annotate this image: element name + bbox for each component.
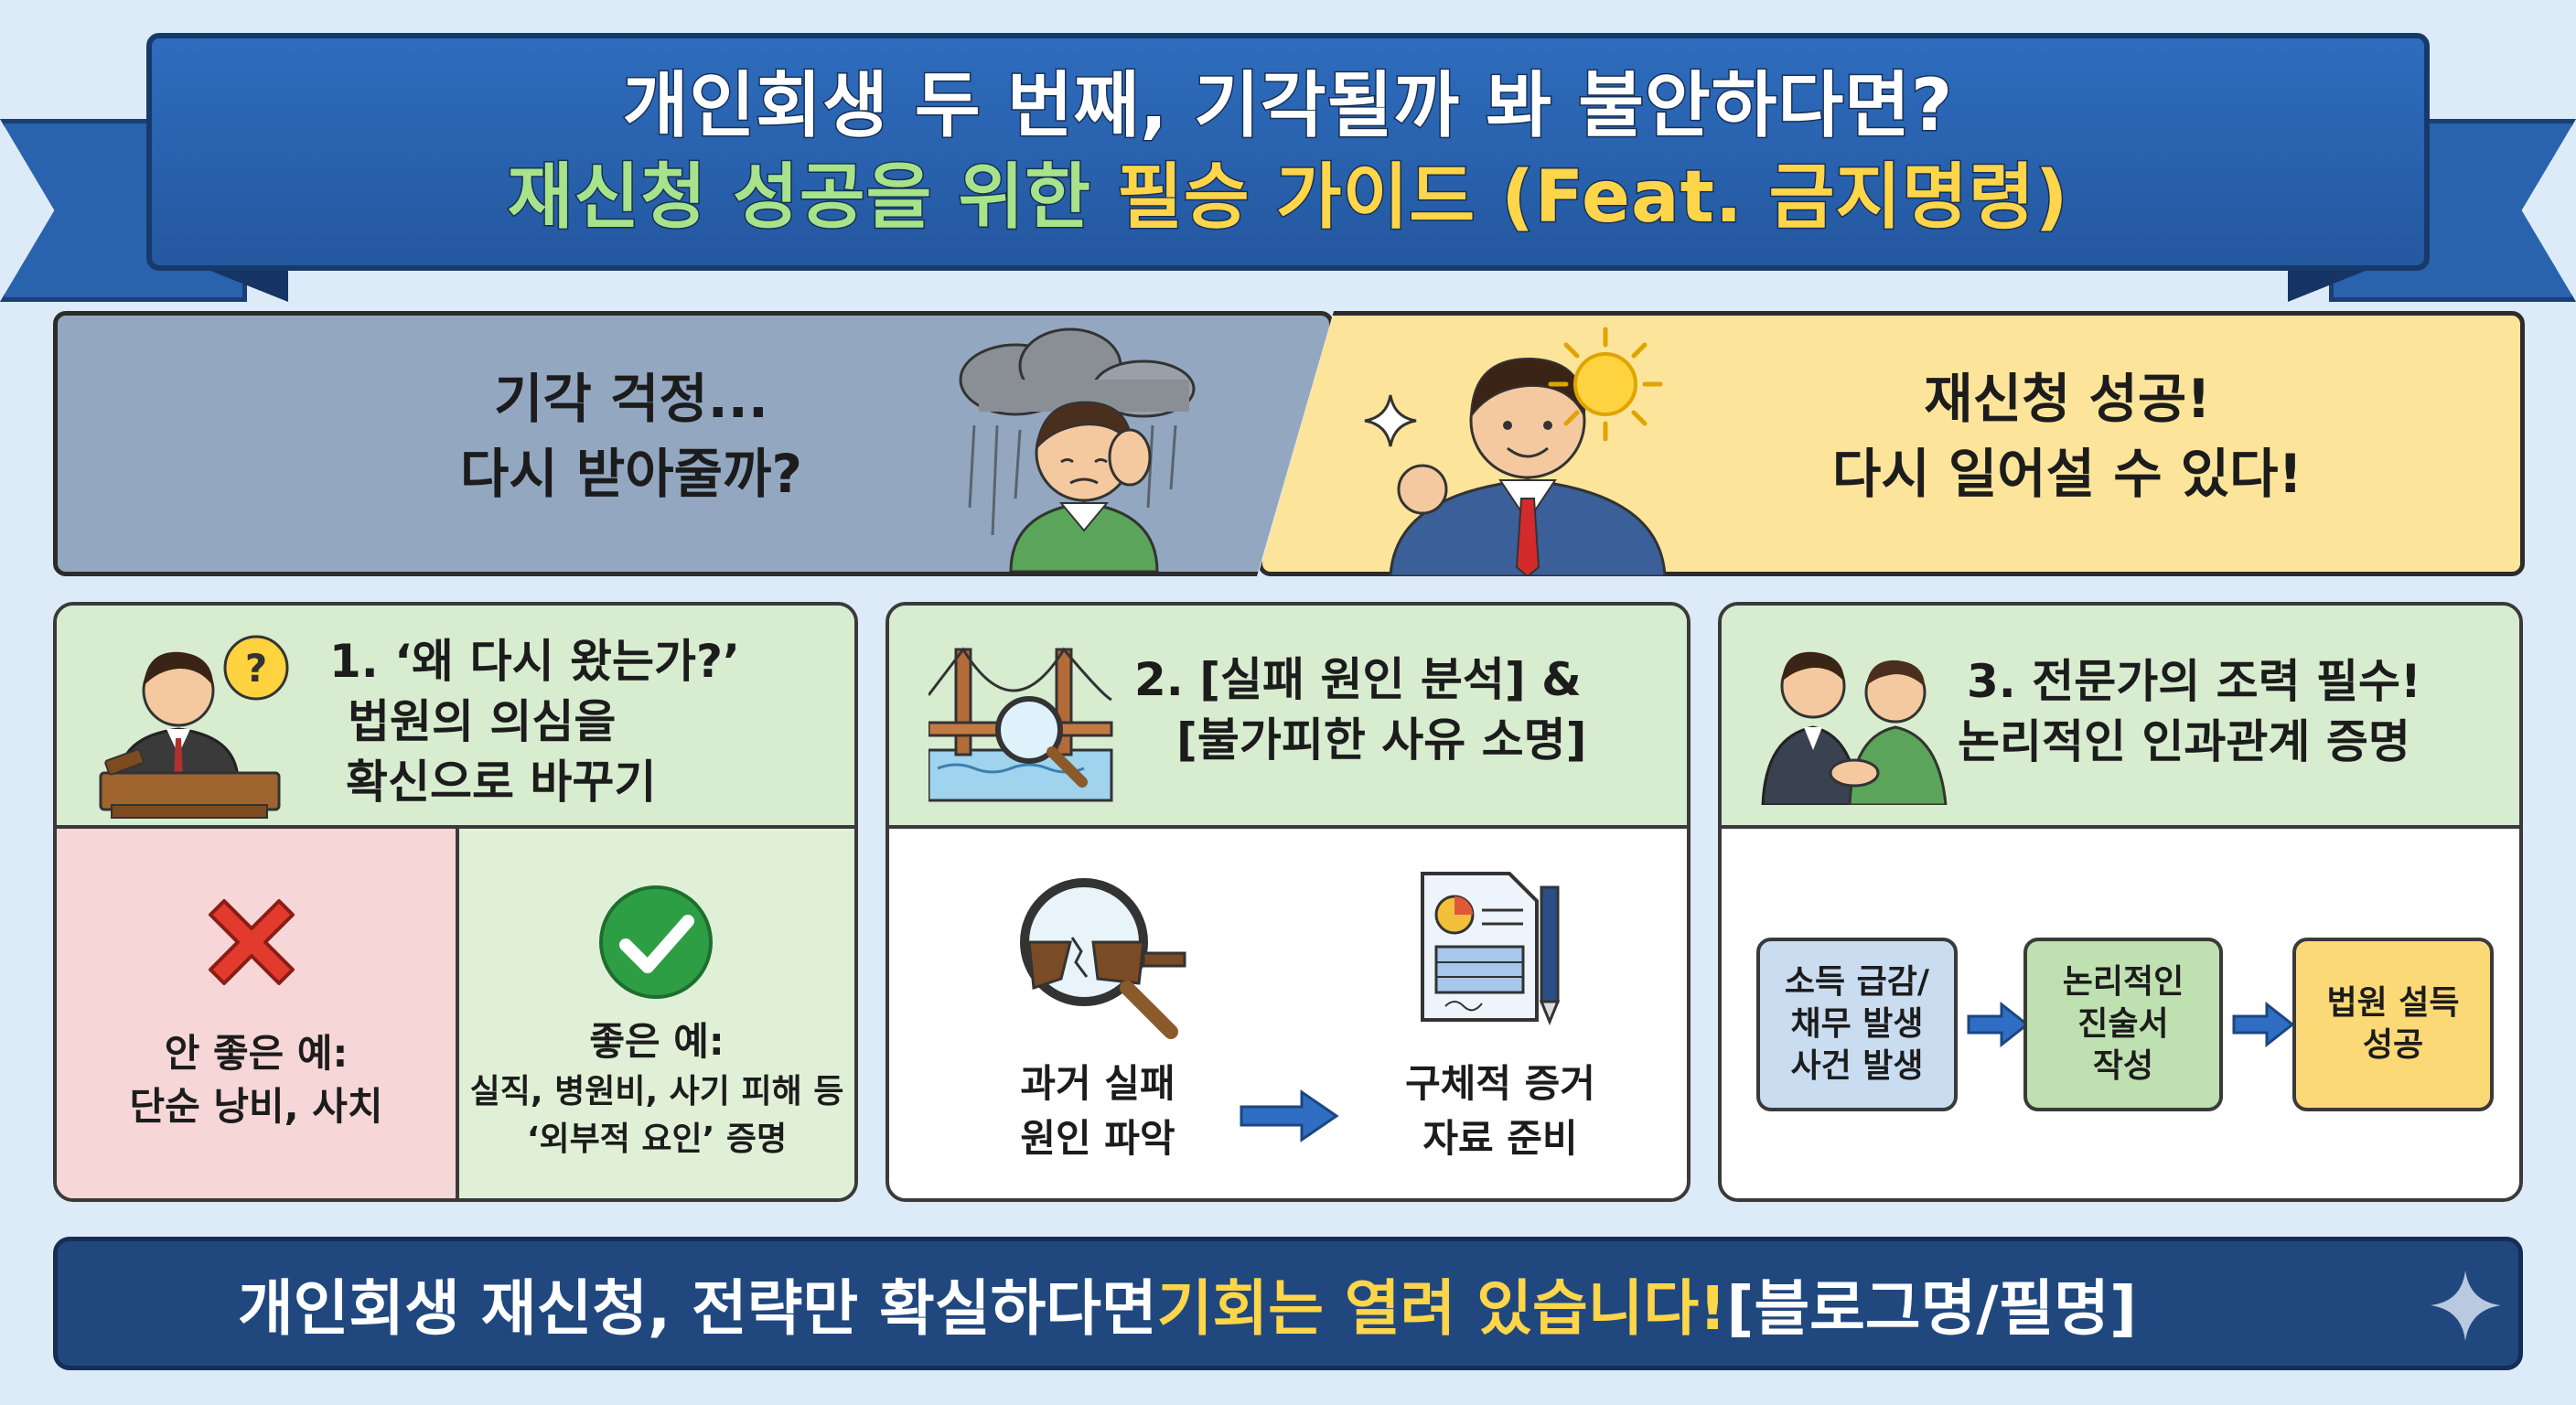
step-2-line2: 자료 준비 [1422, 1116, 1578, 1161]
worried-man-icon [1009, 401, 1159, 572]
hero-worry-text: 기각 걱정... 다시 받아줄까? [348, 361, 915, 511]
section-1-title-line2: 법원의 의심을 [348, 695, 617, 748]
subtitle-yellow-part: 필승 가이드 (Feat. 금지명령) [1116, 156, 2069, 241]
section-1-title-line3: 확신으로 바꾸기 [346, 756, 657, 809]
section-2-title-line1: 2. [실패 원인 분석] & [1134, 653, 1582, 706]
section-2-title-line2: [불가피한 사유 소명] [1176, 713, 1587, 767]
page-title: 개인회생 두 번째, 기각될까 봐 불안하다면? [621, 64, 1954, 149]
flow-step-2-line3: 작성 [2092, 1047, 2154, 1085]
step-1-line2: 원인 파악 [1020, 1116, 1175, 1161]
flow-arrow-2-icon [2232, 1002, 2295, 1047]
footer-text-part1: 개인회생 재신청, 전략만 확실하다면 [237, 1273, 1157, 1344]
flow-step-2-line2: 진술서 [2077, 1005, 2169, 1043]
magnifier-broken-bridge-icon [1020, 878, 1186, 1039]
footer-text-part3: [블로그명/필명] [1726, 1273, 2138, 1344]
section-3-title: 3. 전문가의 조력 필수! 논리적인 인과관계 증명 [1958, 651, 2516, 772]
flow-arrow-1-icon [1967, 1002, 2030, 1047]
hero-worry-line2: 다시 받아줄까? [460, 443, 802, 505]
svg-text:?: ? [245, 646, 267, 691]
section-3-title-line2: 논리적인 인과관계 증명 [1958, 715, 2410, 768]
hero-success-text: 재신청 성공! 다시 일어설 수 있다! [1720, 361, 2415, 511]
judge-question-icon: ? [99, 635, 289, 819]
flow-step-1-line2: 채무 발생 [1790, 1005, 1924, 1043]
flow-step-1: 소득 급감/ 채무 발생 사건 발생 [1756, 938, 1958, 1111]
section-3-title-line1: 3. 전문가의 조력 필수! [1967, 655, 2421, 708]
flow-step-2-line1: 논리적인 [2062, 963, 2184, 1001]
bad-example-text: 안 좋은 예: 단순 낭비, 사치 [57, 1027, 456, 1133]
flow-step-3-line2: 성공 [2362, 1026, 2424, 1064]
step-2-text: 구체적 증거 자료 준비 [1349, 1056, 1651, 1166]
page-subtitle: 재신청 성공을 위한 필승 가이드 (Feat. 금지명령) [506, 152, 2069, 243]
good-example-value-1: 실직, 병원비, 사기 피해 등 [469, 1073, 844, 1110]
subtitle-green-part: 재신청 성공을 위한 [506, 156, 1118, 241]
flow-step-3: 법원 설득 성공 [2292, 938, 2494, 1111]
bridge-magnifier-icon [928, 647, 1113, 802]
sparkle-star-icon [2431, 1271, 2501, 1341]
document-pen-icon [1421, 872, 1561, 1025]
bad-example-value: 단순 낭비, 사치 [129, 1084, 383, 1129]
flow-step-3-line1: 법원 설득 [2326, 984, 2460, 1022]
good-example-label: 좋은 예: [589, 1019, 724, 1064]
footer-banner: 개인회생 재신청, 전략만 확실하다면 기회는 열려 있습니다! [블로그명/필… [53, 1237, 2523, 1370]
section-2-title: 2. [실패 원인 분석] & [불가피한 사유 소명] [1134, 649, 1683, 770]
section-1-title: 1. ‘왜 다시 왔는가?’ 법원의 의심을 확신으로 바꾸기 [329, 631, 842, 812]
flow-step-1-line1: 소득 급감/ [1784, 963, 1930, 1001]
red-x-icon [209, 899, 295, 985]
hero-success-line2: 다시 일어설 수 있다! [1832, 443, 2302, 505]
bad-example-label: 안 좋은 예: [164, 1031, 349, 1076]
hero-worry-line1: 기각 걱정... [494, 368, 768, 430]
bad-example-panel [57, 829, 459, 1198]
title-banner: 개인회생 두 번째, 기각될까 봐 불안하다면? 재신청 성공을 위한 필승 가… [146, 33, 2430, 271]
section-1-title-line1: 1. ‘왜 다시 왔는가?’ [329, 635, 740, 688]
arrow-right-icon [1240, 1089, 1339, 1142]
flow-step-2: 논리적인 진술서 작성 [2023, 938, 2223, 1111]
confident-man-icon [1389, 357, 1667, 576]
good-example-value-2: ‘외부적 요인’ 증명 [526, 1121, 788, 1158]
step-2-line1: 구체적 증거 [1405, 1061, 1595, 1106]
sparkle-icon [1364, 394, 1417, 447]
footer-message: 개인회생 재신청, 전략만 확실하다면 기회는 열려 있습니다! [블로그명/필… [58, 1241, 2317, 1366]
sun-icon [1548, 327, 1663, 442]
flow-step-1-line3: 사건 발생 [1790, 1047, 1924, 1085]
rain-cloud-icon [959, 327, 1196, 536]
good-example-text: 좋은 예: 실직, 병원비, 사기 피해 등 ‘외부적 요인’ 증명 [457, 1015, 856, 1164]
handshake-icon [1761, 651, 1948, 805]
footer-text-highlight: 기회는 열려 있습니다! [1156, 1273, 1727, 1344]
hero-success-line1: 재신청 성공! [1924, 368, 2211, 430]
green-check-icon [599, 885, 713, 999]
step-1-text: 과거 실패 원인 파악 [961, 1056, 1235, 1166]
step-1-line1: 과거 실패 [1020, 1061, 1175, 1106]
